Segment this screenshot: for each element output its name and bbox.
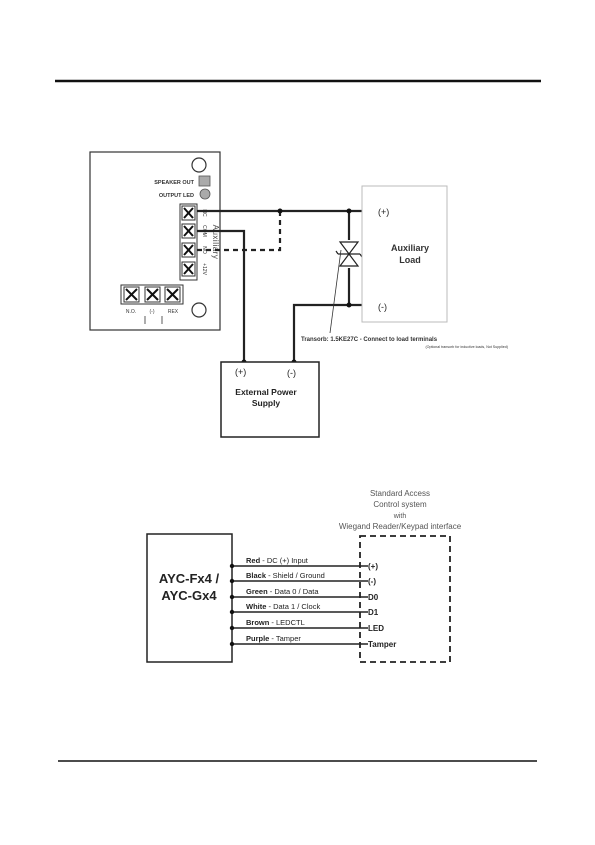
wire-white: White - Data 1 / Clock D1 <box>229 602 379 617</box>
wire-white-desc: - Data 1 / Clock <box>266 602 320 611</box>
device-name-line1: AYC-Fx4 / <box>159 571 220 586</box>
wire-red: Red - DC (+) Input (+) <box>229 556 378 571</box>
screw-terminal-icon <box>181 242 196 258</box>
wire-brown: Brown - LEDCTL LED <box>229 618 384 633</box>
terminal-minus-label: (-) <box>368 577 376 586</box>
wire-purple-desc: - Tamper <box>269 634 301 643</box>
terminal-label-nc: NC <box>201 209 207 217</box>
svg-text:Brown - LEDCTL: Brown - LEDCTL <box>246 618 305 627</box>
access-system-title-line4: Wiegand Reader/Keypad interface <box>339 522 462 531</box>
wire-brown-desc: - LEDCTL <box>269 618 304 627</box>
transorb-note: (Optional transorb for inductive loads, … <box>425 345 508 349</box>
speaker-out-pad <box>198 175 211 187</box>
svg-text:Black - Shield / Ground: Black - Shield / Ground <box>246 571 325 580</box>
wire-supply-minus-to-load-minus <box>292 303 370 363</box>
transorb-icon <box>335 241 363 267</box>
wire-purple-color: Purple <box>246 634 269 643</box>
supply-minus-label: (-) <box>287 368 296 378</box>
wire-junction-dot <box>346 302 352 308</box>
wire-junction-dot <box>229 563 235 569</box>
bottom-label-minus: (-) <box>150 309 155 315</box>
screw-terminal-icon <box>181 205 196 221</box>
wire-no-optional <box>197 211 282 252</box>
terminal-led-label: LED <box>368 624 384 633</box>
wire-green-desc: - Data 0 / Data <box>268 587 320 596</box>
device-name-line2: AYC-Gx4 <box>161 588 217 603</box>
transorb-callout-leader <box>329 249 342 334</box>
output-led-icon <box>199 188 211 200</box>
aux-load-minus-label: (-) <box>378 302 387 312</box>
aux-output-diagram: SPEAKER OUT OUTPUT LED NC COM NO +12V Au… <box>89 151 508 438</box>
bottom-label-no: N.O. <box>126 309 136 315</box>
supply-plus-label: (+) <box>235 367 246 377</box>
terminal-d0-label: D0 <box>368 593 379 602</box>
screw-terminal-icon <box>144 286 161 303</box>
mounting-hole-icon <box>191 302 207 318</box>
external-power-supply-box <box>220 361 320 438</box>
ayc-device-box <box>146 533 233 663</box>
wire-green-color: Green <box>246 587 268 596</box>
aux-wires <box>197 209 370 363</box>
svg-text:Red - DC (+) Input: Red - DC (+) Input <box>246 556 309 565</box>
screw-terminal-icon <box>181 223 196 239</box>
terminal-tamper-label: Tamper <box>368 640 396 649</box>
wire-green: Green - Data 0 / Data D0 <box>229 587 379 602</box>
wire-junction-dot <box>229 609 235 615</box>
wire-black-desc: - Shield / Ground <box>266 571 325 580</box>
wire-white-color: White <box>246 602 266 611</box>
terminal-label-no: NO <box>201 246 207 254</box>
mounting-hole-icon <box>191 157 207 173</box>
access-system-title-line3: with <box>393 513 407 520</box>
wire-com-to-supply-plus <box>197 229 246 363</box>
wire-junction-dot <box>229 641 235 647</box>
wire-junction-dot <box>346 208 352 214</box>
wire-red-color: Red <box>246 556 261 565</box>
bottom-label-rex: REX <box>168 309 179 315</box>
wire-junction-dot <box>277 208 283 214</box>
auxiliary-vertical-label: Auxiliary <box>211 225 220 260</box>
wire-junction-dot <box>229 594 235 600</box>
wire-red-desc: - DC (+) Input <box>260 556 309 565</box>
supply-title-line1: External Power <box>235 387 297 397</box>
aux-terminal-block <box>179 203 198 281</box>
aux-load-title-line2: Load <box>399 255 421 265</box>
input-terminal-block <box>120 284 184 305</box>
svg-text:Purple - Tamper: Purple - Tamper <box>246 634 301 643</box>
wire-purple: Purple - Tamper Tamper <box>229 634 396 649</box>
access-system-title-line1: Standard Access <box>370 489 430 498</box>
speaker-out-label: SPEAKER OUT <box>154 180 194 186</box>
wiegand-wiring-diagram: Standard Access Control system with Wieg… <box>146 489 462 663</box>
output-led-label: OUTPUT LED <box>159 193 194 199</box>
terminal-d1-label: D1 <box>368 608 379 617</box>
screw-terminal-icon <box>164 286 181 303</box>
svg-text:White - Data 1 / Clock: White - Data 1 / Clock <box>246 602 320 611</box>
wire-junction-dot <box>229 625 235 631</box>
terminal-label-12v: +12V <box>201 263 207 275</box>
svg-text:Green - Data 0 / Data: Green - Data 0 / Data <box>246 587 319 596</box>
terminal-plus-label: (+) <box>368 562 378 571</box>
wire-junction-dot <box>229 578 235 584</box>
wire-brown-color: Brown <box>246 618 270 627</box>
wire-black-color: Black <box>246 571 267 580</box>
aux-load-title-line1: Auxiliary <box>391 243 429 253</box>
transorb-label: Transorb: 1.5KE27C - Connect to load ter… <box>301 337 438 343</box>
auxiliary-load-box <box>361 185 448 323</box>
screw-terminal-icon <box>123 286 140 303</box>
screw-terminal-icon <box>181 261 196 277</box>
aux-load-plus-label: (+) <box>378 207 389 217</box>
supply-title-line2: Supply <box>252 398 281 408</box>
wire-black: Black - Shield / Ground (-) <box>229 571 376 586</box>
access-system-title-line2: Control system <box>373 500 427 509</box>
access-control-system-box <box>359 535 451 663</box>
